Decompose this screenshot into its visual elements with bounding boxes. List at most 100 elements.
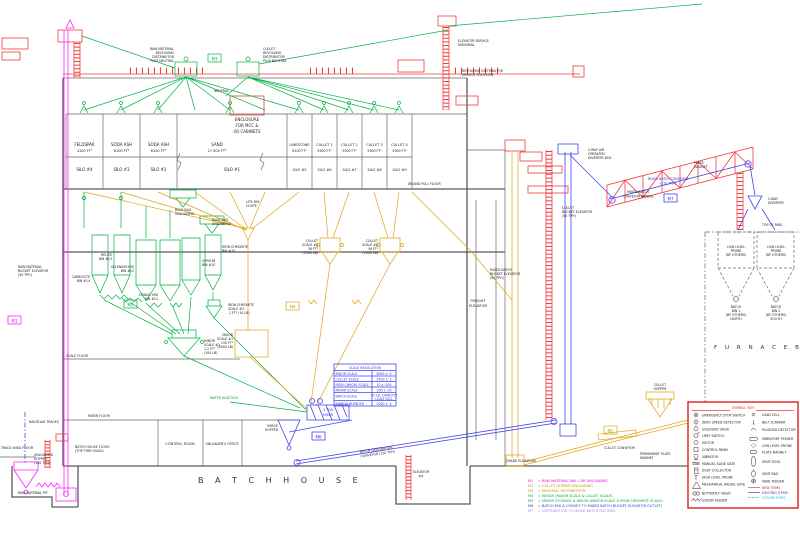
- note-text: = RAW MATERIAL RAIL CAR UNLOADING: [538, 479, 608, 483]
- svg-text:SCALE #4: SCALE #4: [302, 243, 318, 247]
- svg-text:= BATCH MIX & CONVEY TO MIXED: = BATCH MIX & CONVEY TO MIXED BATCH BUCK…: [538, 504, 663, 508]
- svg-text:130 FT³: 130 FT³: [221, 341, 234, 345]
- svg-text:PLUS NEUTRAL: PLUS NEUTRAL: [263, 59, 287, 63]
- silo-name: SAND: [211, 142, 222, 147]
- silo-cap: 4100 FT³: [77, 149, 93, 153]
- silo-cap: 5900 FT³: [317, 149, 332, 153]
- note-tag: M1: [528, 479, 533, 483]
- svg-text:2-WAY: 2-WAY: [768, 197, 778, 201]
- svg-text:SCALE #4: SCALE #4: [362, 243, 378, 247]
- svg-text:MECHANICAL RADIAL GATE: MECHANICAL RADIAL GATE: [702, 483, 745, 487]
- svg-text:MINOR: MINOR: [204, 339, 216, 343]
- svg-text:M4: M4: [290, 305, 296, 310]
- symbol-key-legend: SYMBOL KEY EMERGENCY STOP SWITCH ZERO SP…: [687, 401, 799, 509]
- svg-text:(50 TPH): (50 TPH): [562, 214, 576, 218]
- legend-right-symbols: [748, 412, 760, 498]
- silo-tag: SILO #1: [224, 167, 241, 172]
- svg-text:WATER ADDITION: WATER ADDITION: [210, 396, 239, 400]
- building-structure: [0, 77, 697, 508]
- svg-text:LOAD CELL: LOAD CELL: [762, 413, 780, 417]
- svg-text:LOW LEVEL: LOW LEVEL: [767, 245, 785, 249]
- svg-text:LITE MIX: LITE MIX: [246, 200, 260, 204]
- legend-left-text: EMERGENCY STOP SWITCH ZERO SPEED DETECTO…: [702, 414, 746, 503]
- svg-text:HELITE: HELITE: [101, 253, 112, 257]
- svg-text:MIXED BATCH CONVEYOR: MIXED BATCH CONVEYOR: [648, 177, 689, 181]
- svg-text:M4: M4: [528, 494, 534, 498]
- svg-text:BIN #14: BIN #14: [77, 279, 90, 283]
- silo-tag: SILO #9: [392, 168, 406, 172]
- silo-tag: SILO #2: [150, 167, 167, 172]
- svg-text:(100 LB): (100 LB): [204, 351, 218, 355]
- operation-tags: M1 M2 M3 M4 M5 M6 M7: [7, 53, 678, 441]
- svg-text:2400 x .5: 2400 x .5: [376, 378, 391, 382]
- svg-text:BIN #15: BIN #15: [222, 249, 235, 253]
- svg-text:SERVICE PLATFORM: SERVICE PLATFORM: [462, 73, 494, 77]
- silo-cap: 27,000 FT³: [208, 149, 227, 153]
- svg-text:(BY OTHERS): (BY OTHERS): [766, 253, 787, 257]
- text-labels: FELDSPAR 4100 FT³ SILO #4 SODA ASH 6100 …: [0, 39, 800, 495]
- legend-new-items: NEW ITEMS: [762, 486, 780, 490]
- svg-text:UNLOADING: UNLOADING: [212, 222, 232, 226]
- tag-m7: M7: [663, 193, 678, 203]
- svg-text:UNLOADING: UNLOADING: [175, 212, 195, 216]
- svg-text:SCALE FLOOR: SCALE FLOOR: [66, 354, 89, 358]
- svg-text:36 FT³: 36 FT³: [368, 247, 379, 251]
- svg-text:.1 FT³ (10 LB): .1 FT³ (10 LB): [228, 311, 250, 315]
- svg-text:MAGNET: MAGNET: [640, 456, 654, 460]
- svg-text:BIN #12: BIN #12: [121, 269, 134, 273]
- svg-text:MIXER FLOOR: MIXER FLOOR: [88, 414, 111, 418]
- distributor-labels: RAW MATERIAL REVOLVING DISTRIBUTOR PLUS …: [150, 47, 287, 93]
- svg-text:VIBRATOR: VIBRATOR: [702, 455, 719, 459]
- svg-text:OPERATED: OPERATED: [588, 152, 605, 156]
- silo-name: FELDSPAR: [74, 142, 95, 147]
- scale-labels: MAJOR SCALE #1 130 FT³ (8000 LB) MINOR S…: [204, 200, 379, 355]
- svg-text:BULK BAG: BULK BAG: [175, 208, 192, 212]
- new-red-structures: [1, 15, 754, 500]
- room-floor-labels: FREIGHT ELEVATOR ELEVATOR PIT CONTROL RO…: [0, 299, 536, 495]
- enclosure-label: ENCLOSURE: [235, 117, 260, 122]
- svg-text:MIXED BATCH: MIXED BATCH: [627, 190, 649, 194]
- svg-text:(2400 LB): (2400 LB): [302, 251, 318, 255]
- svg-text:PLUS NEUTRAL: PLUS NEUTRAL: [150, 59, 174, 63]
- svg-text:CONTROL PANEL: CONTROL PANEL: [702, 448, 729, 452]
- svg-text:ELEVATOR: ELEVATOR: [469, 304, 488, 308]
- svg-text:VIBRATORY FEEDER: VIBRATORY FEEDER: [762, 437, 794, 441]
- tag-m3: M3: [207, 53, 222, 63]
- neutral-label: NEUTRAL: [214, 89, 229, 93]
- svg-text:SOUTH: SOUTH: [770, 317, 782, 321]
- svg-text:BELT SCRAPER: BELT SCRAPER: [762, 421, 786, 425]
- svg-text:LOW LEVEL: LOW LEVEL: [727, 245, 745, 249]
- svg-text:PIT: PIT: [419, 475, 424, 479]
- silo-name: SODA ASH: [148, 142, 169, 147]
- svg-text:(50 TPH): (50 TPH): [490, 276, 504, 280]
- mix-convey-blue-system: [277, 143, 776, 466]
- tag-m2: M2: [603, 425, 618, 435]
- svg-text:M5: M5: [128, 303, 134, 308]
- control-room-label: CONTROL ROOM: [165, 442, 194, 446]
- svg-text:I/O CABINETS: I/O CABINETS: [234, 129, 261, 134]
- svg-text:HOPPER: HOPPER: [654, 387, 668, 391]
- svg-text:IRON CHROMITE: IRON CHROMITE: [228, 303, 254, 307]
- svg-text:SCALE #3: SCALE #3: [228, 307, 244, 311]
- svg-text:BIN #10: BIN #10: [202, 263, 215, 267]
- svg-text:SCREW FEEDER: SCREW FEEDER: [702, 499, 728, 503]
- jib-floor-label: JIB AND PULL FLOOR: [407, 182, 441, 186]
- svg-text:TRACK SHED FLOOR: TRACK SHED FLOOR: [0, 446, 34, 450]
- svg-text:MAJOR: MAJOR: [222, 333, 233, 337]
- svg-text:2-WAY AIR: 2-WAY AIR: [588, 148, 605, 152]
- svg-text:BUCKET ELEVATOR: BUCKET ELEVATOR: [562, 210, 593, 214]
- silo-tag: SILO #3: [113, 167, 130, 172]
- svg-text:BUTTERFLY VALVE: BUTTERFLY VALVE: [702, 492, 731, 496]
- silo-name: CULLET 4: [391, 143, 408, 147]
- svg-text:TOP OF BINS: TOP OF BINS: [761, 223, 782, 227]
- svg-text:MINOR SCALE: MINOR SCALE: [336, 389, 358, 393]
- svg-text:36 FT³: 36 FT³: [308, 247, 319, 251]
- tag-m4: M4: [285, 301, 300, 311]
- svg-text:SOLENOID VALVE: SOLENOID VALVE: [702, 427, 729, 431]
- silo-cap: 6100 FT³: [114, 149, 130, 153]
- svg-text:1000 x .5: 1000 x .5: [376, 402, 391, 406]
- legend-title: SYMBOL KEY: [732, 406, 755, 410]
- svg-text:REVOLVING: REVOLVING: [156, 51, 175, 55]
- svg-text:ZERO SPEED DETECTOR: ZERO SPEED DETECTOR: [702, 420, 741, 424]
